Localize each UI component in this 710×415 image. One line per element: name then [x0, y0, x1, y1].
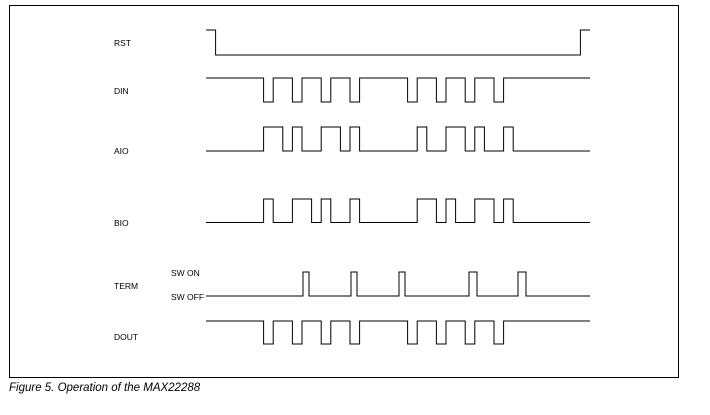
signal-din: DIN [114, 77, 590, 103]
signal-label-rst: RST [114, 38, 131, 48]
signal-label-bio: BIO [114, 218, 129, 228]
timing-diagram-frame [9, 5, 679, 378]
signal-aio: AIO [114, 126, 590, 156]
waveform-dout [206, 320, 590, 345]
signal-dout: DOUT [114, 320, 590, 345]
signal-bio: BIO [114, 198, 590, 228]
signal-rst: RST [114, 29, 590, 56]
waveform-term [206, 271, 590, 297]
waveform-aio [206, 126, 590, 152]
signal-label-aio: AIO [114, 146, 129, 156]
signal-label-term: TERM [114, 281, 138, 291]
term-sw-on-label: SW ON [171, 268, 200, 278]
term-sw-off-label: SW OFF [171, 292, 204, 302]
signal-term: TERM SW ON SW OFF [114, 268, 590, 302]
waveform-din [206, 77, 590, 103]
waveform-rst [206, 29, 590, 56]
waveform-bio [206, 198, 590, 223]
signal-label-din: DIN [114, 86, 129, 96]
signal-label-dout: DOUT [114, 332, 138, 342]
figure-caption: Figure 5. Operation of the MAX22288 [9, 382, 201, 394]
